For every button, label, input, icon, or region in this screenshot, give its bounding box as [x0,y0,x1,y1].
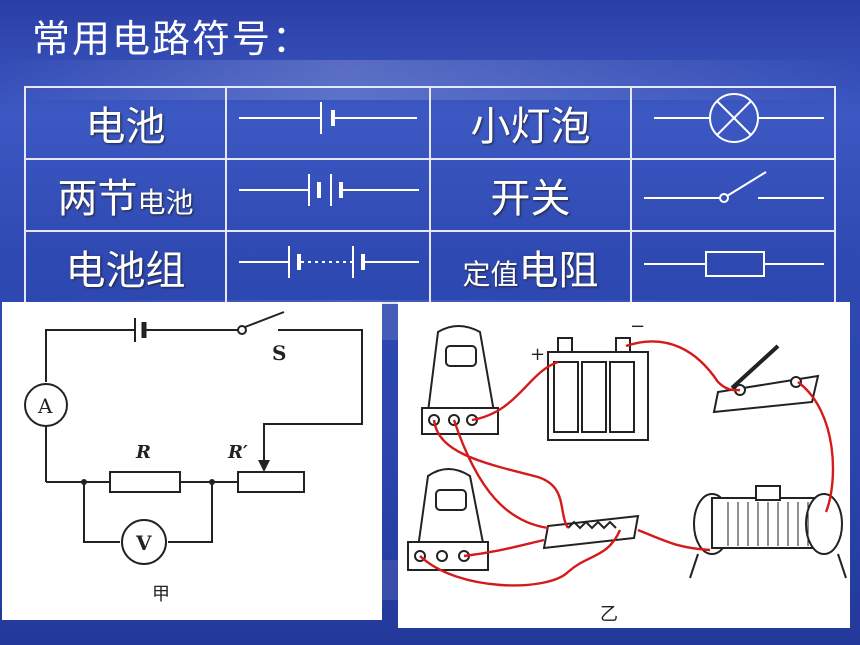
rheostat-label: R′ [227,442,248,463]
bulb-symbol-cell [630,86,836,160]
table-row: 两节电池 开关 [23,158,836,232]
wiring-illustration: + − 乙 [407,316,847,625]
two-batteries-symbol [239,174,420,206]
cell-battery-pack-name: 电池组 [23,230,228,304]
voltmeter-device [407,468,489,571]
two-batteries-symbol-cell [225,158,431,232]
two-batteries-main: 两节 [57,176,138,222]
battery-pack-device [547,337,649,441]
minus-sign: − [630,316,645,337]
table-row: 电池 小灯泡 [23,86,836,160]
resistor-symbol-cell [630,230,836,304]
wiring-illustration-panel: + − 乙 [398,302,850,628]
battery-pack-symbol-cell [225,230,431,304]
circuit-diagram-panel: S A R R′ V 甲 [2,302,382,620]
rheostat-coil [727,502,809,546]
junction-dot [81,479,87,485]
fixed-resistor-main: 电阻 [518,248,599,294]
switch-label: S [272,341,286,365]
junction-dot [209,479,215,485]
connection-wires [419,340,835,587]
rheostat-slider-arrow [258,460,270,472]
cell-fixed-resistor-name: 定值电阻 [428,230,633,304]
switch-symbol-cell [630,158,836,232]
cell-two-batteries-name: 两节电池 [23,158,228,232]
diagram-caption: 甲 [152,584,170,605]
fixed-resistor-small: 定值 [462,258,519,291]
resistor-board-device [542,514,640,550]
bulb-symbol [654,93,825,143]
two-batteries-small: 电池 [137,186,194,219]
knife-switch-device [712,344,820,414]
symbol-table: 电池 小灯泡 两节电池 [23,86,836,304]
battery-symbol-cell [225,86,431,160]
plus-sign: + [530,344,545,365]
cell-battery-name: 电池 [23,86,228,160]
voltmeter-label: V [135,531,152,555]
resistor-symbol [644,251,825,277]
cell-bulb-name: 小灯泡 [428,86,633,160]
table-row: 电池组 定值电阻 [23,230,836,304]
battery-pack-symbol [239,246,420,278]
switch-symbol [644,171,825,203]
illustration-caption: 乙 [600,604,618,625]
ammeter-device [421,325,499,435]
slide-title: 常用电路符号： [32,17,313,61]
cell-switch-name: 开关 [428,158,633,232]
ammeter-label: A [37,394,53,418]
battery-symbol [239,102,418,134]
circuit-schematic: S A R R′ V 甲 [24,311,363,605]
resistor-label: R [135,442,151,463]
